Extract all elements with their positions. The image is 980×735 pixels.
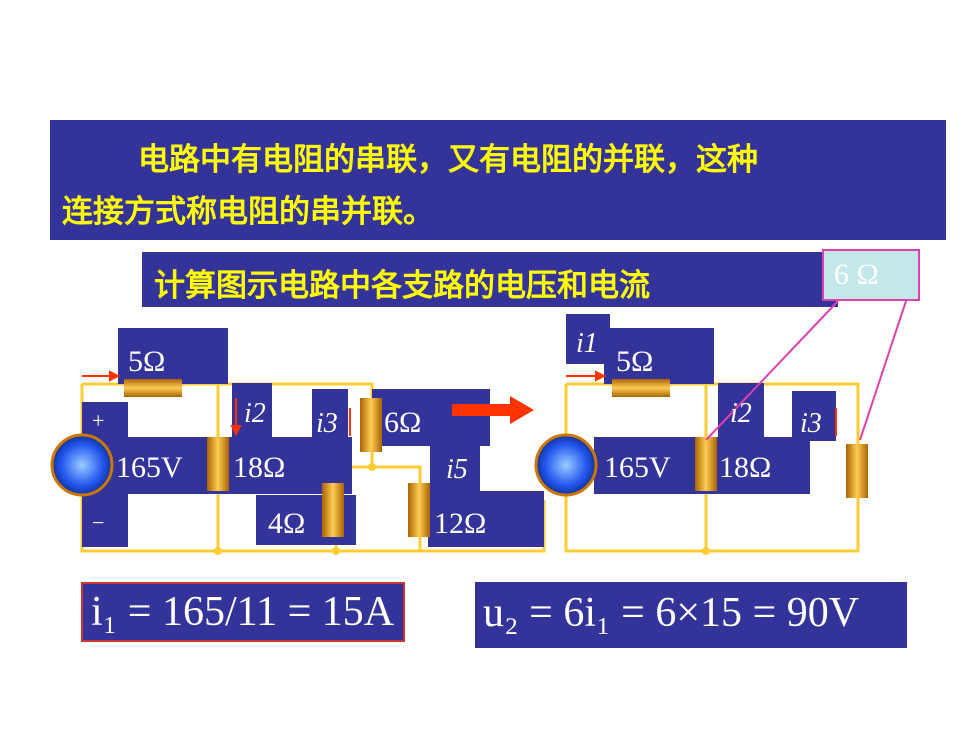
formula-voltage: u₂ = 6i₁ = 6×15 = 90V (475, 582, 907, 648)
equivalent-resistance-label: 6 Ω (834, 258, 879, 291)
right-voltage-source-icon (534, 433, 598, 497)
left-r2-label: 18Ω (233, 451, 285, 484)
right-circuit: i1 5Ω 165V 18Ω i2 i3 (534, 300, 907, 555)
right-resistor-6-icon (846, 444, 868, 498)
task-text: 计算图示电路中各支路的电压和电流 (154, 268, 650, 304)
resistor-4-icon (322, 483, 344, 537)
left-i2-label: i2 (244, 398, 266, 429)
formula-current-text: i₁ = 165/11 = 15A (91, 589, 395, 635)
task-panel: 计算图示电路中各支路的电压和电流 (142, 252, 838, 307)
left-r4-label: 4Ω (268, 507, 305, 540)
formula-voltage-text: u₂ = 6i₁ = 6×15 = 90V (483, 590, 860, 636)
right-resistor-5-icon (612, 379, 670, 397)
intro-line-2: 连接方式称电阻的串并联。 (62, 194, 434, 230)
left-source-label: 165V (116, 451, 183, 484)
r1-panel (118, 328, 228, 384)
left-r1-label: 5Ω (128, 345, 165, 378)
voltage-source-icon (50, 433, 114, 497)
left-r3-label: 6Ω (384, 406, 421, 439)
right-r1-label: 5Ω (616, 345, 653, 378)
minus-label: − (92, 510, 104, 535)
transform-arrow-icon (452, 396, 534, 424)
left-circuit: 5Ω + − 165V 18Ω 6Ω 4Ω 12Ω i2 i3 i5 (50, 328, 546, 555)
left-i3-label: i3 (316, 408, 338, 439)
resistor-12-icon (408, 483, 430, 537)
right-source-label: 165V (604, 451, 671, 484)
left-r5-label: 12Ω (434, 507, 486, 540)
resistor-5-icon (124, 379, 182, 397)
equivalent-resistance-box: 6 Ω (822, 249, 920, 301)
right-resistor-18-icon (695, 437, 717, 491)
intro-line-1: 电路中有电阻的串联，又有电阻的并联，这种 (138, 142, 758, 178)
right-r2-label: 18Ω (719, 451, 771, 484)
right-i3-label: i3 (800, 408, 822, 439)
intro-panel: 电路中有电阻的串联，又有电阻的并联，这种 连接方式称电阻的串并联。 (50, 120, 946, 240)
resistor-6-icon (360, 398, 382, 452)
plus-label: + (92, 408, 104, 433)
right-i2-label: i2 (730, 398, 752, 429)
formula-current: i₁ = 165/11 = 15A (81, 582, 405, 642)
right-i1-label: i1 (576, 328, 598, 359)
resistor-18-icon (207, 437, 229, 491)
left-i5-label: i5 (446, 454, 468, 485)
